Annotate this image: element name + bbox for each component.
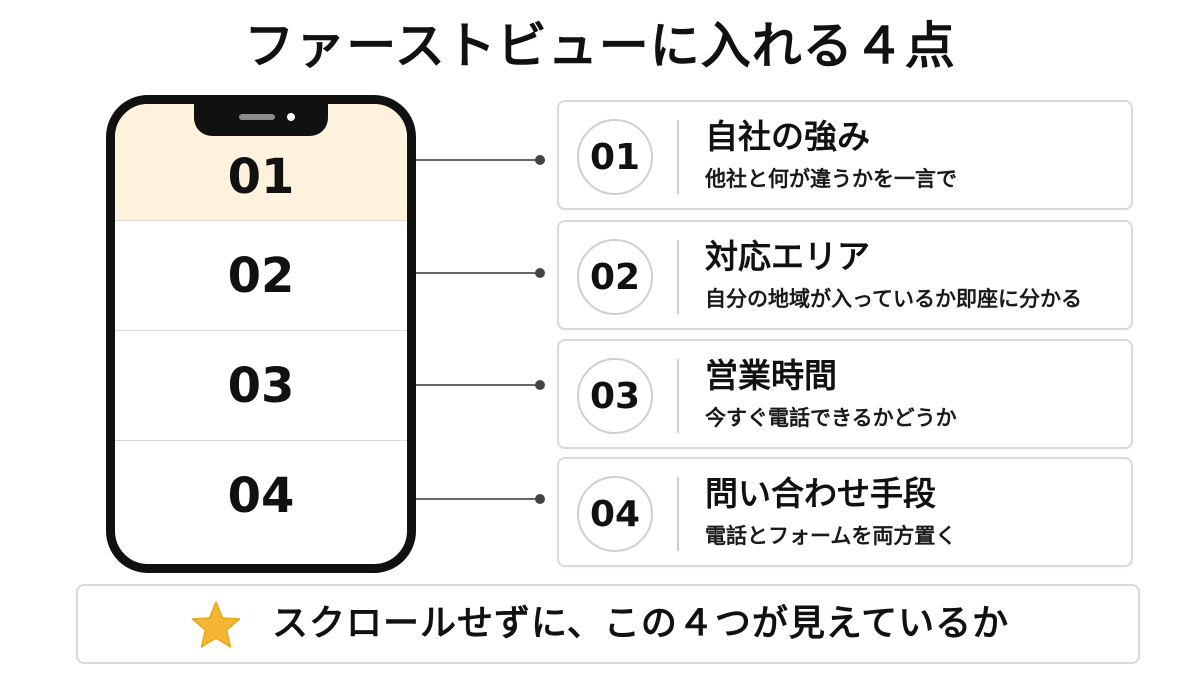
item-heading: 営業時間 (705, 356, 837, 395)
item-description: 他社と何が違うかを一言で (705, 167, 957, 191)
item-card-02: 02 対応エリア 自分の地域が入っているか即座に分かる (557, 220, 1133, 330)
item-heading: 問い合わせ手段 (705, 474, 936, 513)
phone-row-04: 04 (115, 440, 407, 550)
camera-icon (287, 113, 295, 121)
card-divider (677, 240, 679, 314)
item-description: 自分の地域が入っているか即座に分かる (705, 287, 1082, 311)
connector-dot (535, 155, 545, 165)
card-divider (677, 120, 679, 194)
connector-dot (535, 494, 545, 504)
item-number-badge: 04 (577, 476, 653, 552)
item-description: 今すぐ電話できるかどうか (705, 406, 957, 430)
item-heading: 対応エリア (705, 237, 870, 276)
connector-line-03 (416, 380, 545, 390)
banner-text: スクロールせずに、この４つが見えているか (272, 603, 1010, 644)
phone-mockup: 01 02 03 04 (106, 95, 416, 573)
connector-line-02 (416, 268, 545, 278)
item-card-04: 04 問い合わせ手段 電話とフォームを両方置く (557, 457, 1133, 567)
star-icon (191, 601, 241, 648)
card-divider (677, 477, 679, 551)
phone-notch (194, 104, 328, 136)
checkpoint-banner: スクロールせずに、この４つが見えているか (76, 584, 1140, 664)
item-description: 電話とフォームを両方置く (705, 524, 957, 548)
connector-dot (535, 268, 545, 278)
page-title: ファーストビューに入れる４点 (244, 17, 956, 75)
connector-line-04 (416, 494, 545, 504)
speaker-icon (239, 114, 275, 120)
item-heading: 自社の強み (705, 117, 870, 156)
connector-line-01 (416, 155, 545, 165)
item-number-badge: 03 (577, 358, 653, 434)
item-number-badge: 01 (577, 119, 653, 195)
phone-row-03: 03 (115, 330, 407, 440)
card-divider (677, 359, 679, 433)
phone-row-02: 02 (115, 220, 407, 330)
item-card-01: 01 自社の強み 他社と何が違うかを一言で (557, 100, 1133, 210)
item-number-badge: 02 (577, 239, 653, 315)
item-card-03: 03 営業時間 今すぐ電話できるかどうか (557, 339, 1133, 449)
connector-dot (535, 380, 545, 390)
